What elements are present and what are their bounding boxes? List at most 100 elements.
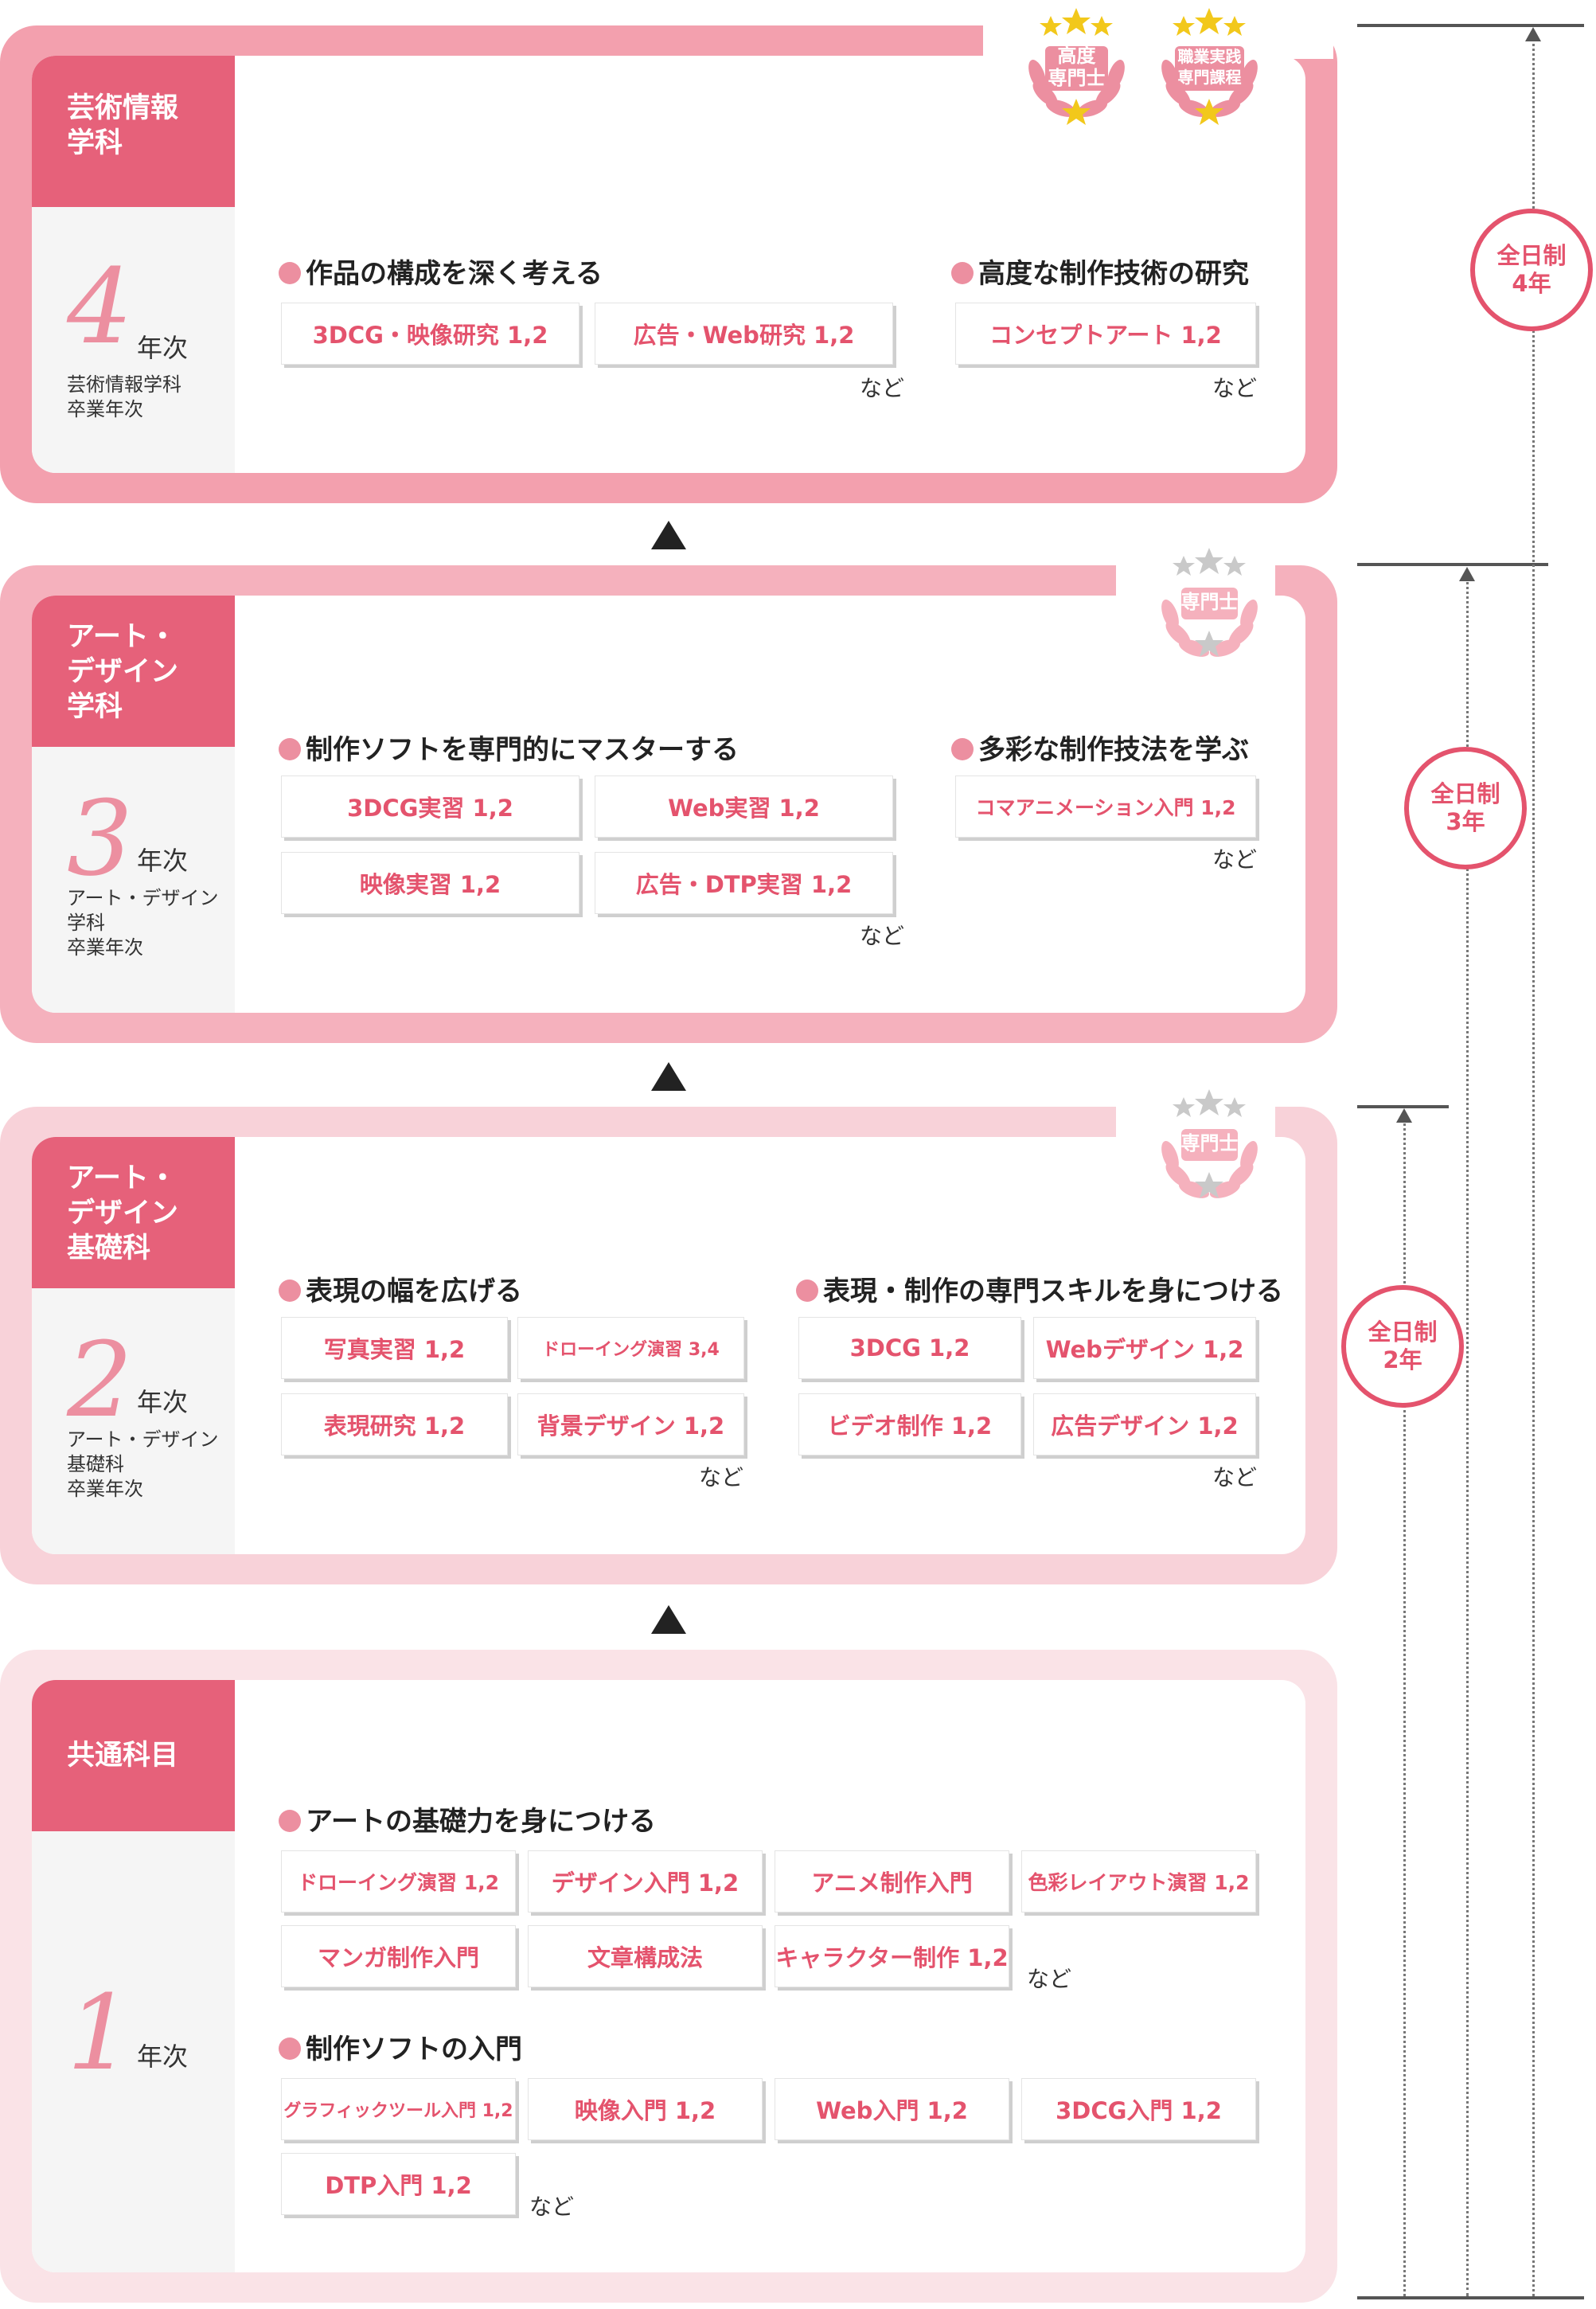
etc-note: など	[699, 1464, 744, 1490]
badge-label: 高度 専門士	[1048, 45, 1106, 89]
stage-panel: アート・ デザイン 学科 3 年次 アート・デザイン 学科 卒業年次 制作ソフト…	[32, 596, 1305, 1013]
course-tag: ドローイング演習 1,2	[281, 1850, 516, 1912]
wreath-icon	[1161, 8, 1258, 125]
course-tag: コンセプトアート 1,2	[955, 303, 1256, 365]
course-tag: DTP入門 1,2	[281, 2153, 516, 2215]
course-tag: 映像入門 1,2	[528, 2078, 763, 2140]
diploma-badge: 専門士	[1148, 1086, 1271, 1209]
arrowhead-icon	[1525, 27, 1541, 41]
course-tag: 文章構成法	[528, 1925, 763, 1987]
course-tag: 3DCG実習 1,2	[281, 776, 579, 838]
department-label: アート・ デザイン 基礎科	[32, 1137, 235, 1288]
course-tag: Web実習 1,2	[595, 776, 893, 838]
course-tag: 3DCG 1,2	[798, 1317, 1021, 1379]
up-arrow-icon	[651, 1605, 686, 1634]
group-heading: 多彩な制作技法を学ぶ	[951, 728, 1249, 767]
up-arrow-icon	[651, 1062, 686, 1091]
stage-card-year3: アート・ デザイン 学科 3 年次 アート・デザイン 学科 卒業年次 制作ソフト…	[0, 565, 1337, 1043]
course-tag: 背景デザイン 1,2	[517, 1393, 744, 1455]
badge-label: 専門士	[1180, 591, 1239, 613]
course-tag: Webデザイン 1,2	[1033, 1317, 1256, 1379]
course-tag: アニメ制作入門	[775, 1850, 1009, 1912]
stage-card-year4: 芸術情報 学科 4 年次 芸術情報学科 卒業年次 作品の構成を深く考える 3DC…	[0, 25, 1337, 503]
group-heading: アートの基礎力を身につける	[279, 1799, 656, 1838]
badge-label: 専門士	[1180, 1132, 1239, 1154]
bullet-dot-icon	[951, 738, 974, 760]
etc-note: など	[529, 2194, 575, 2220]
group-heading: 表現の幅を広げる	[279, 1269, 522, 1308]
arrowhead-icon	[1396, 1108, 1412, 1123]
course-tag: ビデオ制作 1,2	[798, 1393, 1021, 1455]
stage-panel: 芸術情報 学科 4 年次 芸術情報学科 卒業年次 作品の構成を深く考える 3DC…	[32, 56, 1305, 473]
course-tag: 広告デザイン 1,2	[1033, 1393, 1256, 1455]
course-tag: 写真実習 1,2	[281, 1317, 508, 1379]
group-heading: 作品の構成を深く考える	[279, 252, 603, 291]
etc-note: など	[1212, 846, 1258, 873]
graduation-note: アート・デザイン 基礎科 卒業年次	[67, 1428, 219, 1500]
graduation-note: アート・デザイン 学科 卒業年次	[67, 887, 219, 959]
etc-note: など	[860, 375, 905, 401]
wreath-icon	[1161, 1089, 1258, 1198]
group-heading: 制作ソフトの入門	[279, 2027, 522, 2066]
etc-note: など	[1212, 1464, 1258, 1490]
etc-note: など	[1027, 1966, 1072, 1992]
department-label: 芸術情報 学科	[32, 56, 235, 207]
course-tag: キャラクター制作 1,2	[775, 1925, 1009, 1987]
wreath-icon	[1161, 548, 1258, 657]
course-tag: 3DCG入門 1,2	[1021, 2078, 1256, 2140]
bullet-dot-icon	[796, 1280, 818, 1302]
course-tag: 3DCG・映像研究 1,2	[281, 303, 579, 365]
ruler-top-line-2yr	[1357, 1105, 1449, 1108]
year-suffix: 年次	[137, 2041, 189, 2072]
year-suffix: 年次	[137, 846, 189, 876]
group-heading: 表現・制作の専門スキルを身につける	[796, 1269, 1283, 1308]
course-tag: 色彩レイアウト演習 1,2	[1021, 1850, 1256, 1912]
stage-card-year2: アート・ デザイン 基礎科 2 年次 アート・デザイン 基礎科 卒業年次 表現の…	[0, 1107, 1337, 1584]
duration-badge-4yr: 全日制 4年	[1470, 209, 1593, 331]
year-suffix: 年次	[137, 333, 189, 363]
etc-note: など	[860, 923, 905, 949]
course-tag: Web入門 1,2	[775, 2078, 1009, 2140]
course-tag: マンガ制作入門	[281, 1925, 516, 1987]
stage-panel: 共通科目 1 年次 アートの基礎力を身につける ドローイング演習 1,2 デザイ…	[32, 1680, 1305, 2272]
course-tag: 表現研究 1,2	[281, 1393, 508, 1455]
diploma-badge: 専門士	[1148, 545, 1271, 668]
duration-line-3yr	[1466, 576, 1469, 2296]
ruler-top-line-4yr	[1357, 24, 1584, 27]
group-heading: 高度な制作技術の研究	[951, 252, 1249, 291]
bullet-dot-icon	[279, 738, 301, 760]
bullet-dot-icon	[951, 262, 974, 284]
stage-panel: アート・ デザイン 基礎科 2 年次 アート・デザイン 基礎科 卒業年次 表現の…	[32, 1137, 1305, 1554]
course-tag: 映像実習 1,2	[281, 852, 579, 914]
up-arrow-icon	[651, 521, 686, 549]
course-tag: 広告・Web研究 1,2	[595, 303, 893, 365]
year-suffix: 年次	[137, 1387, 189, 1417]
advanced-diploma-badge: 高度 専門士	[1015, 5, 1138, 128]
bullet-dot-icon	[279, 2037, 301, 2060]
group-heading: 制作ソフトを専門的にマスターする	[279, 728, 739, 767]
department-label: アート・ デザイン 学科	[32, 596, 235, 747]
year-number: 4	[67, 246, 133, 367]
course-tag: デザイン入門 1,2	[528, 1850, 763, 1912]
bullet-dot-icon	[279, 1280, 301, 1302]
duration-badge-2yr: 全日制 2年	[1341, 1285, 1464, 1408]
practical-course-badge: 職業実践 専門課程	[1148, 5, 1271, 128]
course-tag: コマアニメーション入門 1,2	[955, 776, 1256, 838]
department-label: 共通科目	[32, 1680, 235, 1831]
etc-note: など	[1212, 375, 1258, 401]
badge-backdrop	[983, 2, 1333, 59]
graduation-note: 芸術情報学科 卒業年次	[67, 373, 181, 420]
arrowhead-icon	[1459, 567, 1475, 581]
course-tag: ドローイング演習 3,4	[517, 1317, 744, 1379]
course-tag: 広告・DTP実習 1,2	[595, 852, 893, 914]
duration-badge-3yr: 全日制 3年	[1404, 747, 1527, 869]
ruler-bottom-line	[1357, 2296, 1584, 2299]
year-number: 3	[67, 778, 133, 899]
badge-label: 職業実践 専門課程	[1177, 47, 1242, 87]
stage-card-year1: 共通科目 1 年次 アートの基礎力を身につける ドローイング演習 1,2 デザイ…	[0, 1650, 1337, 2303]
year-number: 2	[67, 1319, 133, 1440]
year-number: 1	[67, 1972, 133, 2093]
bullet-dot-icon	[279, 262, 301, 284]
wreath-icon	[1028, 8, 1125, 125]
bullet-dot-icon	[279, 1810, 301, 1832]
